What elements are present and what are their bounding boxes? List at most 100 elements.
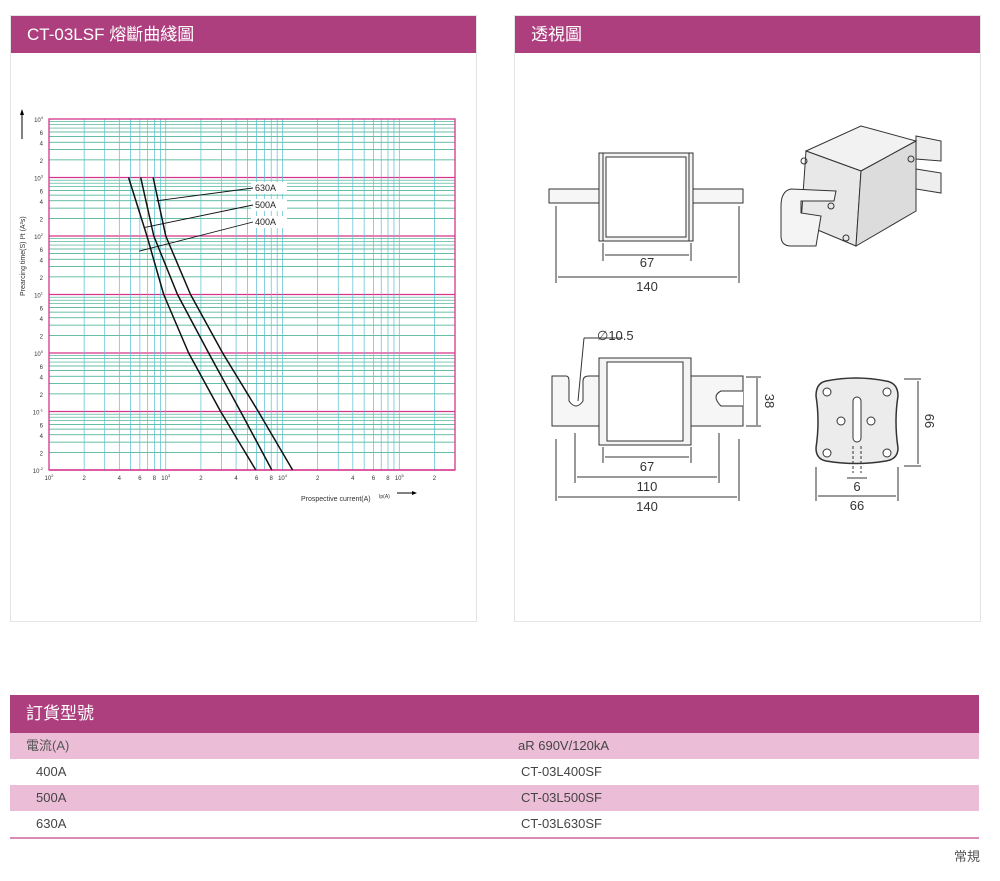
table-header-row: 電流(A) aR 690V/120kA [10,733,979,759]
x-tick-label: 2 [316,476,320,482]
y-tick-label: 103 [34,174,44,183]
y-tick-exponent: 0 [41,349,44,354]
x-tick-label: 8 [153,476,157,482]
cell-model: CT-03L500SF [521,790,602,805]
y-tick-label: 2 [40,217,44,223]
fuse-front-view-top: 67 140 [548,152,744,294]
y-tick-label: 101 [34,291,44,300]
y-tick-label: 2 [40,276,44,282]
y-tick-label: 2 [40,334,44,340]
y-tick-exponent: 4 [41,115,44,120]
table-row: 630A CT-03L630SF [10,811,979,837]
curve-400A [127,177,257,471]
header-current: 電流(A) [26,738,70,753]
fuse-perspective-view [780,125,942,247]
curve-label-bg [251,216,287,228]
x-tick-exponent: 2 [51,473,54,478]
y-tick-label: 6 [40,189,44,195]
dim-end-width: 66 [850,498,864,513]
dimension-drawings: 67 140 ∅10.5 [548,125,942,514]
y-tick-exponent: -2 [39,466,43,471]
x-tick-label: 6 [138,476,142,482]
y-axis-label: Prearcing time(S) I²t (A²s) [20,216,27,296]
y-tick-label: 4 [40,258,44,264]
y-axis-arrowhead [20,109,24,115]
x-tick-label: 2 [82,476,86,482]
y-tick-label: 2 [40,393,44,399]
fuse-curve-chart: 10-224610-124610024610124610224610324610… [20,109,456,503]
y-tick-label: 6 [40,365,44,371]
dim-hole-diameter: ∅10.5 [597,328,634,343]
curve-label-630A: 630A [255,183,276,193]
cell-current: 400A [36,764,67,779]
dim-height: 38 [762,394,777,408]
x-tick-label: 2 [199,476,203,482]
table-row: 500A CT-03L500SF [10,785,979,811]
x-tick-label: 6 [372,476,376,482]
dim-body-width: 67 [640,255,654,270]
y-tick-label: 100 [34,349,44,358]
y-tick-label: 2 [40,159,44,165]
curve-label-500A: 500A [255,200,276,210]
x-tick-exponent: 5 [402,473,405,478]
fuse-end-view: 66 6 66 [815,377,937,513]
y-tick-label: 2 [40,451,44,457]
x-tick-label: 102 [45,473,55,482]
cell-model: CT-03L630SF [521,816,602,831]
table-row: 400A CT-03L400SF [10,759,979,785]
y-tick-label: 10-1 [33,408,44,417]
y-tick-label: 102 [34,232,44,241]
y-tick-label: 104 [34,115,44,124]
y-tick-exponent: 2 [41,232,44,237]
fuse-curve-title: CT-03LSF 熔斷曲綫圖 [11,16,476,53]
x-tick-label: 103 [161,473,171,482]
order-table: 訂貨型號 電流(A) aR 690V/120kA 400A CT-03L400S… [10,695,979,839]
y-tick-exponent: 3 [41,174,44,179]
x-tick-label: 4 [234,476,238,482]
y-tick-label: 6 [40,248,44,254]
perspective-panel: 透視圖 67 140 [514,15,981,622]
cell-model: CT-03L400SF [521,764,602,779]
y-tick-label: 6 [40,423,44,429]
fuse-front-view-bottom: ∅10.5 38 67 110 140 [551,328,777,514]
curve-label-400A: 400A [255,217,276,227]
header-rating: aR 690V/120kA [518,738,610,753]
leader-line-630A [156,187,254,202]
leader-line-500A [144,204,254,228]
x-tick-label: 8 [270,476,274,482]
dim-hole-spacing: 110 [637,479,658,494]
order-table-title: 訂貨型號 [10,695,979,733]
x-tick-label: 4 [351,476,355,482]
x-tick-exponent: 3 [168,473,171,478]
x-tick-label: 105 [395,473,405,482]
y-tick-label: 6 [40,131,44,137]
y-tick-exponent: 1 [41,291,44,296]
leader-line-400A [138,221,254,252]
x-tick-label: 104 [278,473,288,482]
y-tick-label: 4 [40,434,44,440]
dim-body-width-2: 67 [640,459,654,474]
y-tick-exponent: -1 [39,408,43,413]
x-tick-label: 4 [118,476,122,482]
y-tick-label: 10-2 [33,466,44,475]
table-bottom-rule [10,837,979,839]
dim-slot-width: 6 [853,479,860,494]
x-tick-label: 8 [386,476,390,482]
curve-630A [152,177,294,471]
y-tick-label: 4 [40,141,44,147]
y-tick-label: 4 [40,317,44,323]
cell-current: 500A [36,790,67,805]
curve-label-bg [251,182,287,194]
dim-total-length-2: 140 [636,499,658,514]
x-axis-arrowhead [412,491,417,495]
y-tick-label: 4 [40,375,44,381]
x-tick-label: 2 [433,476,437,482]
x-axis-symbol: Ip(A) [379,494,390,500]
x-tick-label: 6 [255,476,259,482]
y-tick-label: 6 [40,306,44,312]
footer-note: 常規 [953,849,980,864]
curve-label-bg [251,199,287,211]
perspective-title: 透視圖 [515,16,980,53]
x-axis-label: Prospective current(A) [301,496,371,503]
